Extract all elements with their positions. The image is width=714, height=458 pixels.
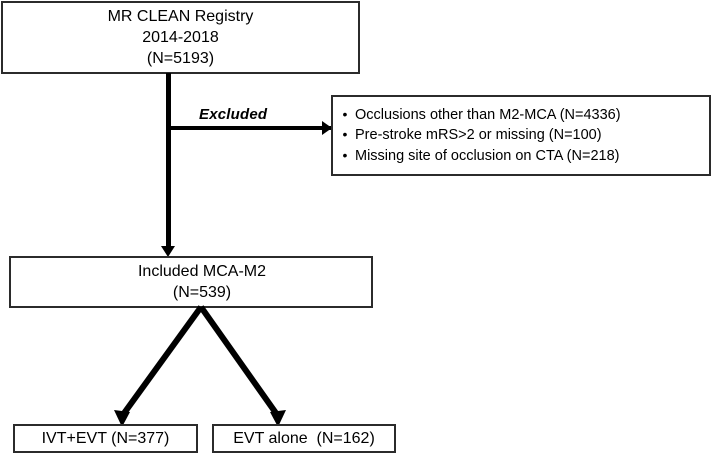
exclusion-criteria-box: • Occlusions other than M2-MCA (N=4336) … (331, 95, 711, 176)
included-box: Included MCA-M2 (N=539) (9, 256, 373, 308)
included-text-stack: Included MCA-M2 (N=539) (138, 261, 266, 303)
registry-line-2: 2014-2018 (142, 28, 219, 46)
trunk-connector-line (166, 73, 171, 249)
exclusion-item-label: Pre-stroke mRS>2 or missing (N=100) (355, 127, 602, 144)
split-line-right (198, 305, 281, 418)
bullet-icon: • (342, 146, 348, 163)
excluded-arrowhead-icon (322, 121, 332, 135)
included-arrowhead-icon (161, 246, 175, 257)
exclusion-item: • Pre-stroke mRS>2 or missing (N=100) (333, 125, 709, 146)
split-line-left (119, 305, 204, 418)
bullet-icon: • (342, 126, 348, 143)
split-arrowhead-left-icon (114, 410, 130, 427)
included-line-1: Included MCA-M2 (137, 262, 267, 280)
evt-alone-box: EVT alone (N=162) (212, 424, 396, 453)
ivt-evt-label: IVT+EVT (N=377) (41, 429, 170, 447)
exclusion-item: • Missing site of occlusion on CTA (N=21… (333, 146, 709, 167)
registry-box: MR CLEAN Registry 2014-2018 (N=5193) (1, 1, 360, 74)
ivt-evt-box: IVT+EVT (N=377) (13, 424, 198, 453)
registry-line-1: MR CLEAN Registry (107, 7, 254, 25)
exclusion-item: • Occlusions other than M2-MCA (N=4336) (333, 105, 709, 126)
excluded-connector-line (168, 126, 333, 130)
registry-line-3: (N=5193) (146, 50, 215, 68)
exclusion-item-label: Missing site of occlusion on CTA (N=218) (355, 147, 620, 164)
included-line-2: (N=539) (172, 284, 232, 301)
excluded-label: Excluded (199, 106, 268, 123)
bullet-icon: • (342, 105, 348, 122)
exclusion-item-label: Occlusions other than M2-MCA (N=4336) (355, 106, 621, 123)
split-arrowhead-right-icon (270, 410, 286, 427)
split-connector-group (114, 305, 286, 427)
evt-alone-label: EVT alone (N=162) (233, 429, 375, 447)
